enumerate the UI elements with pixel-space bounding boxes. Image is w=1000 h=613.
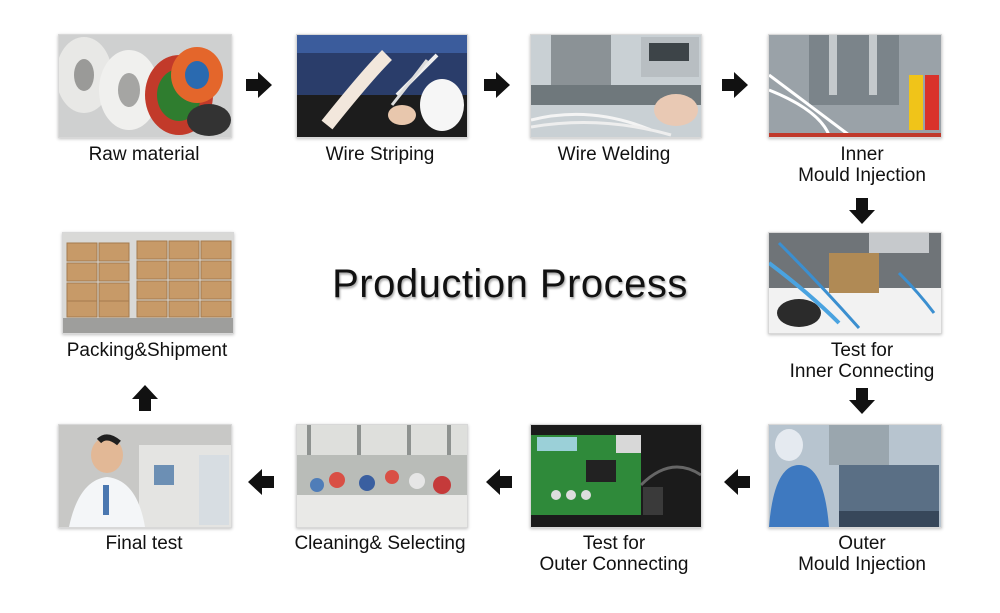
packing-shipment-photo bbox=[62, 232, 234, 334]
final-test-photo bbox=[58, 424, 232, 528]
caption-line: Final test bbox=[105, 533, 183, 554]
step-caption-cleaning-selecting: Cleaning& Selecting bbox=[270, 533, 490, 554]
caption-line: Mould Injection bbox=[798, 165, 926, 186]
arrow-right-icon bbox=[246, 72, 272, 98]
wire-striping-photo bbox=[296, 34, 468, 138]
caption-line: Wire Welding bbox=[557, 144, 671, 165]
arrow-down-icon bbox=[849, 198, 875, 224]
arrow-left-icon bbox=[486, 469, 512, 495]
step-caption-wire-striping: Wire Striping bbox=[270, 144, 490, 165]
arrow-right-icon bbox=[722, 72, 748, 98]
arrow-left-icon bbox=[724, 469, 750, 495]
caption-line: Test for bbox=[830, 340, 894, 361]
arrow-left-icon bbox=[248, 469, 274, 495]
arrow-down-icon bbox=[849, 388, 875, 414]
step-caption-packing-shipment: Packing&Shipment bbox=[37, 340, 257, 361]
arrow-up-icon bbox=[132, 385, 158, 411]
step-caption-raw-material: Raw material bbox=[34, 144, 254, 165]
step-caption-wire-welding: Wire Welding bbox=[504, 144, 724, 165]
raw-material-photo bbox=[58, 34, 232, 138]
step-caption-final-test: Final test bbox=[34, 533, 254, 554]
diagram-title: Production Process bbox=[332, 262, 688, 306]
caption-line: Inner Connecting bbox=[789, 361, 935, 382]
caption-line: Raw material bbox=[88, 144, 200, 165]
cleaning-selecting-photo bbox=[296, 424, 468, 528]
caption-line: Cleaning& Selecting bbox=[294, 533, 466, 554]
caption-line: Packing&Shipment bbox=[66, 340, 228, 361]
inner-mould-injection-photo bbox=[768, 34, 942, 138]
arrow-right-icon bbox=[484, 72, 510, 98]
wire-welding-photo bbox=[530, 34, 702, 138]
caption-line: Mould Injection bbox=[798, 554, 926, 575]
caption-line: Outer bbox=[838, 533, 886, 554]
caption-line: Outer Connecting bbox=[539, 554, 689, 575]
test-outer-connecting-photo bbox=[530, 424, 702, 528]
caption-line: Wire Striping bbox=[325, 144, 435, 165]
caption-line: Test for bbox=[582, 533, 646, 554]
caption-line: Inner bbox=[840, 144, 884, 165]
test-inner-connecting-photo bbox=[768, 232, 942, 334]
outer-mould-injection-photo bbox=[768, 424, 942, 528]
